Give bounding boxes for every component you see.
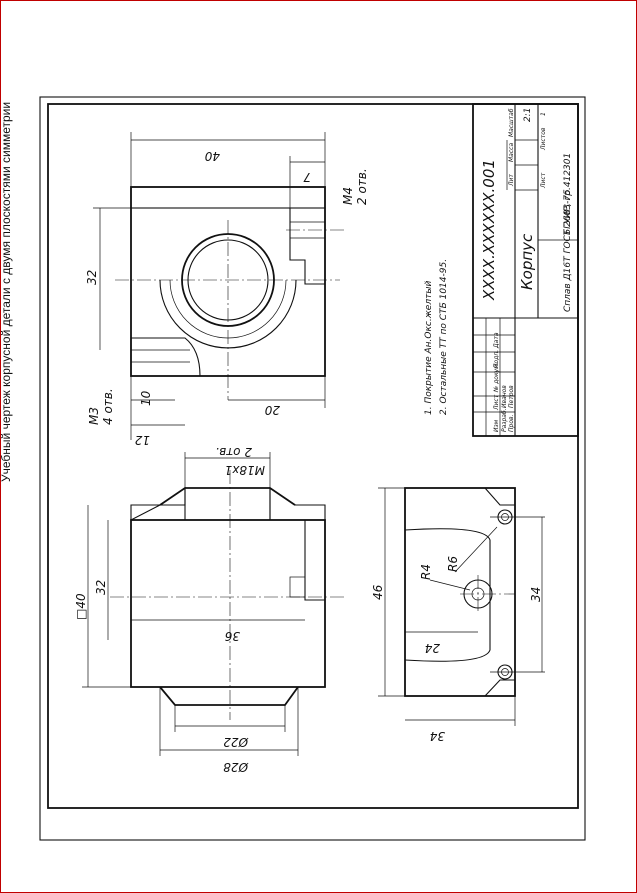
col-scale: Масштаб: [508, 108, 515, 137]
front-dim-sq40: □40: [74, 593, 88, 620]
row-check-name: Петров: [508, 385, 515, 408]
row-header-2: Лист: [493, 394, 500, 411]
sheets-label: Листов: [540, 127, 547, 151]
outer-frame: [39, 96, 586, 841]
front-dim-36: 36: [224, 629, 240, 643]
top-view: 40 7 M4 2 отв. 32 M3 4 отв. 10 12 20: [85, 132, 369, 447]
sheet-label: Лист: [540, 172, 547, 189]
side-r6: R6: [446, 556, 460, 572]
designation-text: XXXX.XXXXXX.001: [480, 159, 498, 301]
note-2: 2. Остальные ТТ по СТБ 1014-95.: [439, 259, 449, 415]
side-view: 46 34 34 24 R4 R6: [371, 487, 545, 743]
top-dim-7: 7: [303, 170, 311, 184]
top-m3: M3: [87, 407, 101, 425]
top-dim-10: 10: [139, 390, 153, 406]
title-block: XXXX.XXXXXX.001 Корпус Сплав Д16Т ГОСТ 2…: [472, 103, 579, 437]
inner-frame: [47, 103, 579, 809]
row-header-5: Дата: [493, 332, 500, 349]
part-name-text: Корпус: [518, 233, 536, 290]
top-dim-32: 32: [85, 270, 99, 285]
top-m4-qty: 2 отв.: [355, 168, 369, 205]
side-r4: R4: [419, 564, 433, 580]
row-header-4: Подп.: [493, 350, 500, 368]
note-1: 1. Покрытие Ан.Окс.желтый: [424, 281, 434, 415]
front-m18: M18x1: [225, 463, 265, 477]
organization-text: БГУИР, гр.412301: [563, 153, 573, 235]
row-dev-name: Иванов: [501, 385, 508, 408]
col-lit: Лит: [508, 174, 515, 187]
front-dim-32: 32: [94, 580, 108, 595]
row-check: Пров.: [508, 414, 515, 432]
top-m3-qty: 4 отв.: [101, 388, 115, 425]
scale-text: 2:1: [523, 108, 533, 122]
front-dim-d22: Ø22: [223, 735, 249, 749]
top-dim-20: 20: [264, 403, 280, 417]
row-header-1: Изм: [493, 419, 500, 432]
material-text: Сплав Д16Т ГОСТ 2683-75: [563, 189, 573, 312]
side-dim-34v: 34: [529, 587, 543, 602]
side-dim-46: 46: [371, 584, 385, 600]
col-mass: Масса: [508, 143, 515, 162]
front-m18-qty: 2 отв.: [215, 445, 252, 459]
row-header-3: № докум.: [493, 362, 500, 393]
side-dim-34h: 34: [430, 729, 445, 743]
row-dev: Разраб.: [501, 408, 508, 432]
top-m4: M4: [341, 187, 355, 205]
front-view: M18x1 2 отв. □40 32 36 Ø22 Ø28: [74, 445, 345, 774]
top-dim-12: 12: [135, 433, 150, 447]
front-dim-d28: Ø28: [223, 760, 249, 774]
top-dim-40: 40: [204, 149, 220, 163]
sheets-value: 1: [540, 112, 547, 116]
side-dim-24: 24: [425, 641, 440, 655]
